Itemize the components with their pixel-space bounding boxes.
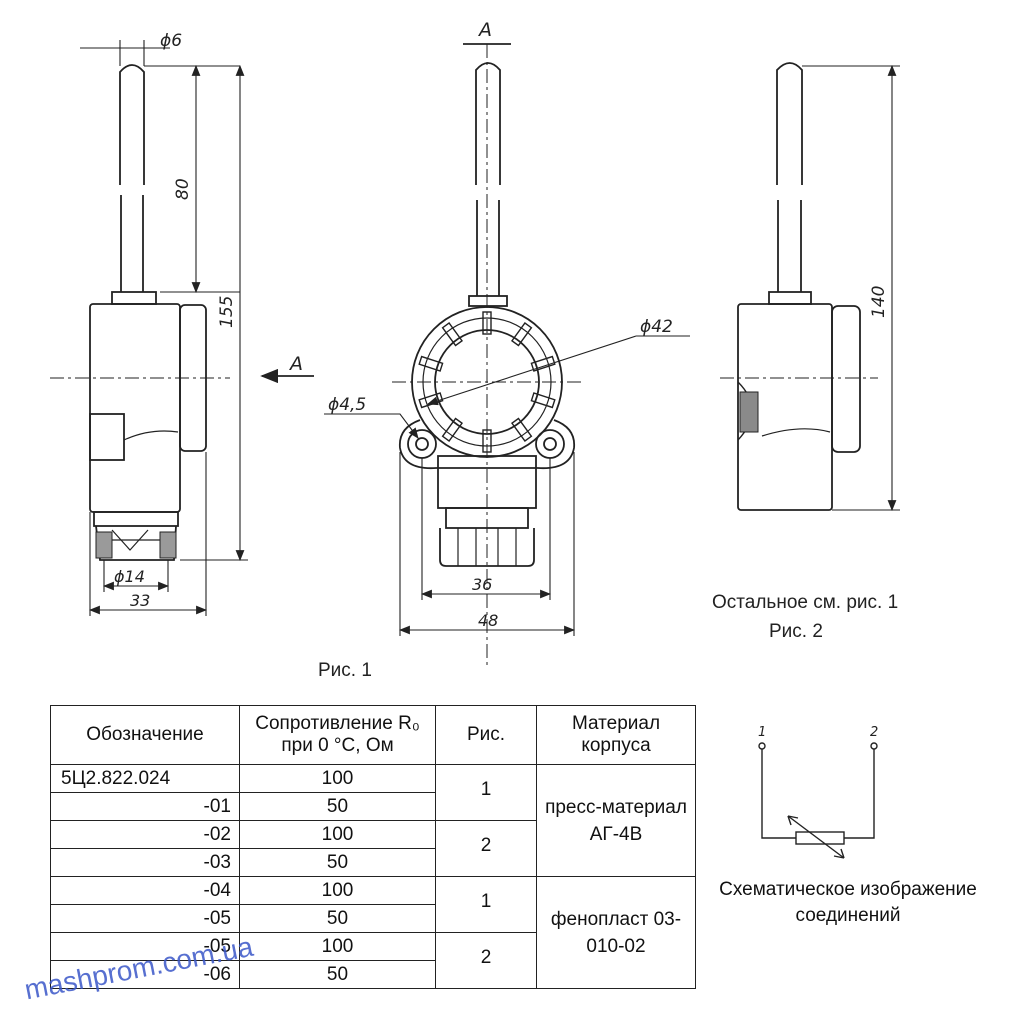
dim-48: 48 — [478, 611, 498, 630]
schematic-caption: Схематическое изображение соединений — [719, 879, 977, 926]
header-resistance: Сопротивление R₀ при 0 °С, Ом — [239, 705, 436, 765]
cell-figure-value: 2 — [480, 834, 492, 856]
dim-80: 80 — [173, 178, 193, 200]
cell-material: фенопласт 03-010-02 — [536, 876, 696, 989]
cell-figure: 2 — [435, 947, 537, 989]
dim-155: 155 — [217, 296, 237, 328]
dim-36: 36 — [472, 575, 492, 594]
cell-designation: -06 — [50, 960, 240, 989]
cell-figure-value: 1 — [480, 890, 492, 912]
cell-resistance: 100 — [239, 820, 436, 849]
view-a-arrow-label: A — [288, 353, 303, 375]
table-header-row: Обозначение Сопротивление R₀ при 0 °С, О… — [50, 705, 696, 765]
header-figure: Рис. — [435, 705, 537, 765]
cell-designation: -05 — [50, 904, 240, 933]
spec-table: Обозначение Сопротивление R₀ при 0 °С, О… — [50, 705, 696, 989]
cell-material: пресс-материал АГ-4В — [536, 764, 696, 877]
table-row: -05 50 1 — [50, 891, 696, 933]
connection-schematic: 1 2 — [758, 725, 878, 859]
dim-d6: ϕ6 — [160, 31, 182, 51]
cell-designation: -01 — [50, 792, 240, 821]
fig1-side-view — [50, 64, 230, 561]
fig2-note: Остальное см. рис. 1 — [712, 592, 899, 613]
header-designation: Обозначение — [50, 705, 240, 765]
dim-140: 140 — [869, 286, 889, 318]
dim-d45: ϕ4,5 — [328, 395, 366, 415]
cell-figure-spacer — [435, 876, 537, 905]
cell-resistance: 100 — [239, 932, 436, 961]
cell-resistance: 100 — [239, 876, 436, 905]
table-row: -05 100 — [50, 932, 696, 961]
fig1-front-view — [392, 43, 584, 666]
header-material: Материал корпуса — [536, 705, 696, 765]
dim-d14: ϕ14 — [114, 567, 145, 586]
table-row: -04 100 фенопласт 03-010-02 — [50, 876, 696, 989]
fig2-side-view — [720, 62, 878, 511]
dim-33: 33 — [130, 591, 150, 610]
cell-resistance: 50 — [239, 792, 436, 821]
pin-2-terminal — [870, 742, 878, 750]
cell-figure-value: 1 — [480, 778, 492, 800]
table-row: -01 50 1 — [50, 779, 696, 821]
cell-resistance: 50 — [239, 960, 436, 989]
cell-figure-spacer — [435, 820, 537, 849]
cell-designation: -04 — [50, 876, 240, 905]
cell-figure: 1 — [435, 891, 537, 933]
cell-figure-spacer — [435, 932, 537, 961]
cell-resistance: 100 — [239, 764, 436, 793]
cell-figure: 1 — [435, 779, 537, 821]
technical-drawing: ϕ6 80 155 ϕ14 33 A A ϕ42 ϕ4,5 36 48 140 — [50, 19, 900, 666]
header-resistance-text: Сопротивление R₀ при 0 °С, Ом — [255, 713, 420, 756]
table-row: -03 50 2 — [50, 835, 696, 877]
cell-designation: 5Ц2.822.024 — [50, 764, 240, 793]
table-row: -06 50 2 — [50, 947, 696, 989]
resistor-symbol — [795, 831, 845, 845]
pin-2-label: 2 — [870, 725, 878, 740]
pin-1-label: 1 — [758, 725, 766, 740]
table-row: 5Ц2.822.024 100 пресс-материал АГ-4В — [50, 764, 696, 877]
cell-figure-value: 2 — [480, 946, 492, 968]
pin-1-terminal — [758, 742, 766, 750]
cell-figure: 2 — [435, 835, 537, 877]
fig2-caption: Рис. 2 — [769, 621, 823, 642]
cell-resistance: 50 — [239, 904, 436, 933]
variable-arrow — [787, 815, 845, 859]
cell-resistance: 50 — [239, 848, 436, 877]
view-a-label: A — [477, 19, 492, 41]
fig1-caption: Рис. 1 — [318, 660, 372, 681]
cell-designation: -03 — [50, 848, 240, 877]
cell-designation: -02 — [50, 820, 240, 849]
cell-figure-spacer — [435, 764, 537, 793]
dim-d42: ϕ42 — [640, 317, 673, 337]
